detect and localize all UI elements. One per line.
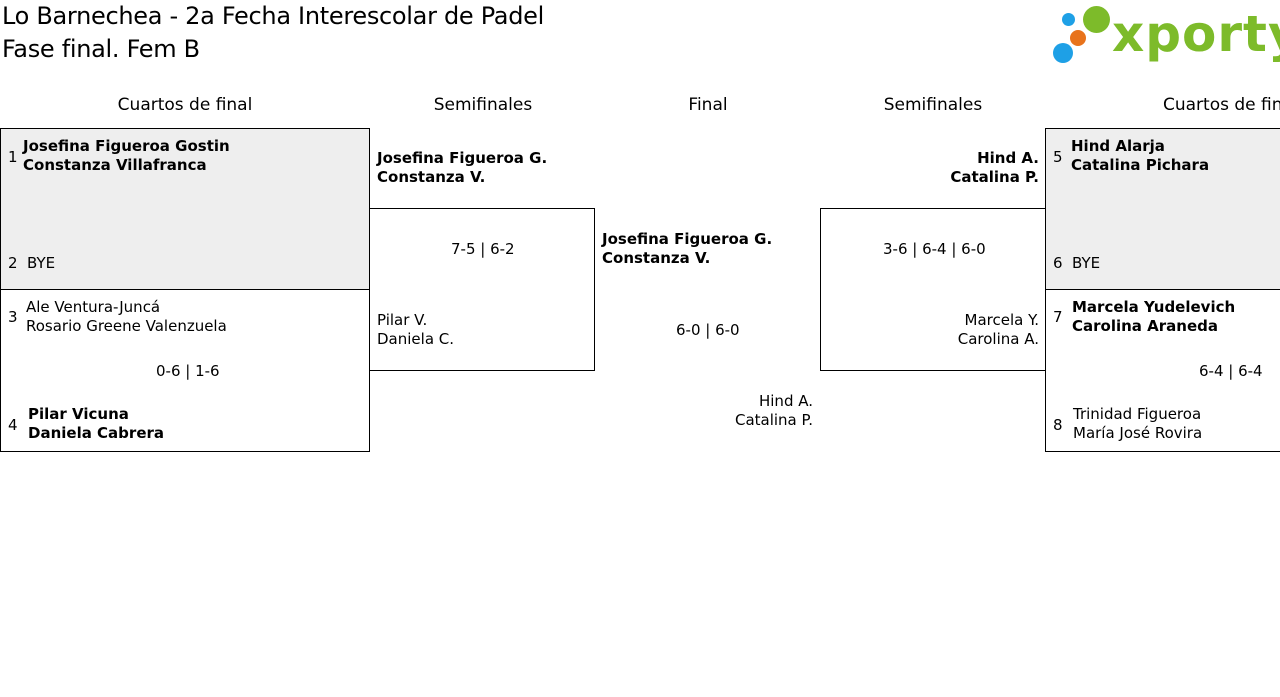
player-name: Hind A.	[758, 392, 813, 410]
seed-number: 4	[8, 416, 18, 434]
round-header-right-qf: Cuartos de final	[1163, 95, 1280, 115]
logo-dot-orange-icon	[1070, 30, 1086, 46]
page-subtitle: Fase final. Fem B	[2, 35, 200, 63]
logo-text: xporty	[1112, 5, 1280, 63]
match-score: 0-6 | 1-6	[156, 362, 220, 380]
bye-label: BYE	[1072, 254, 1101, 272]
player-name: Trinidad Figueroa	[1073, 405, 1202, 423]
logo-dot-blue-large-icon	[1053, 43, 1073, 63]
match-score: 6-0 | 6-0	[676, 321, 740, 339]
match-right-qf-2[interactable]: 7 Marcela Yudelevich Carolina Araneda 6-…	[1045, 289, 1280, 452]
seed-number: 8	[1053, 416, 1063, 434]
player-name: Catalina P.	[950, 168, 1039, 186]
player-name: Rosario Greene Valenzuela	[26, 317, 227, 335]
seed-number: 7	[1053, 308, 1063, 326]
seed-number: 1	[8, 148, 18, 166]
match-right-qf-1[interactable]: 5 Hind Alarja Catalina Pichara 6 BYE	[1045, 128, 1280, 290]
player-name: Pilar V.	[377, 311, 428, 329]
seed-number: 3	[8, 308, 18, 326]
player-name: Hind Alarja	[1071, 137, 1165, 155]
player-name: Josefina Figueroa Gostin	[23, 137, 230, 155]
bye-label: BYE	[27, 254, 56, 272]
player-name: Catalina Pichara	[1071, 156, 1210, 174]
round-header-left-qf: Cuartos de final	[117, 95, 253, 115]
player-name: Carolina A.	[957, 330, 1039, 348]
player-name: Hind A.	[977, 149, 1039, 167]
round-header-final: Final	[688, 95, 728, 115]
seed-number: 5	[1053, 148, 1063, 166]
match-score: 3-6 | 6-4 | 6-0	[883, 240, 986, 258]
match-left-qf-2[interactable]: 3 Ale Ventura-Juncá Rosario Greene Valen…	[0, 289, 370, 452]
match-score: 6-4 | 6-4	[1199, 362, 1263, 380]
player-name: Daniela C.	[377, 330, 455, 348]
player-name: Ale Ventura-Juncá	[26, 298, 161, 316]
logo-dot-blue-small-icon	[1062, 13, 1075, 26]
logo-dot-green-icon	[1083, 6, 1110, 33]
player-name: Constanza V.	[377, 168, 486, 186]
player-name: Constanza V.	[602, 249, 711, 267]
bracket-connector	[820, 208, 1046, 371]
player-name: Marcela Y.	[964, 311, 1039, 329]
seed-number: 6	[1053, 254, 1063, 272]
page-title: Lo Barnechea - 2a Fecha Interescolar de …	[2, 2, 544, 30]
round-header-right-sf: Semifinales	[883, 95, 983, 115]
match-right-sf[interactable]: Hind A. Catalina P. 3-6 | 6-4 | 6-0 Marc…	[820, 128, 1046, 371]
match-left-qf-1[interactable]: 1 Josefina Figueroa Gostin Constanza Vil…	[0, 128, 370, 290]
player-name: Catalina P.	[734, 411, 813, 429]
player-name: Carolina Araneda	[1072, 317, 1218, 335]
bracket-connector	[370, 208, 595, 371]
match-score: 7-5 | 6-2	[451, 240, 515, 258]
match-final[interactable]: Josefina Figueroa G. Constanza V. 6-0 | …	[595, 209, 820, 439]
round-header-left-sf: Semifinales	[433, 95, 533, 115]
player-name: María José Rovira	[1073, 424, 1203, 442]
player-name: Daniela Cabrera	[28, 424, 165, 442]
player-name: Marcela Yudelevich	[1072, 298, 1236, 316]
match-left-sf[interactable]: Josefina Figueroa G. Constanza V. 7-5 | …	[370, 128, 595, 371]
player-name: Josefina Figueroa G.	[602, 230, 773, 248]
player-name: Pilar Vicuna	[28, 405, 129, 423]
xporty-logo[interactable]: xporty	[1052, 5, 1280, 67]
player-name: Constanza Villafranca	[23, 156, 207, 174]
seed-number: 2	[8, 254, 18, 272]
player-name: Josefina Figueroa G.	[377, 149, 548, 167]
